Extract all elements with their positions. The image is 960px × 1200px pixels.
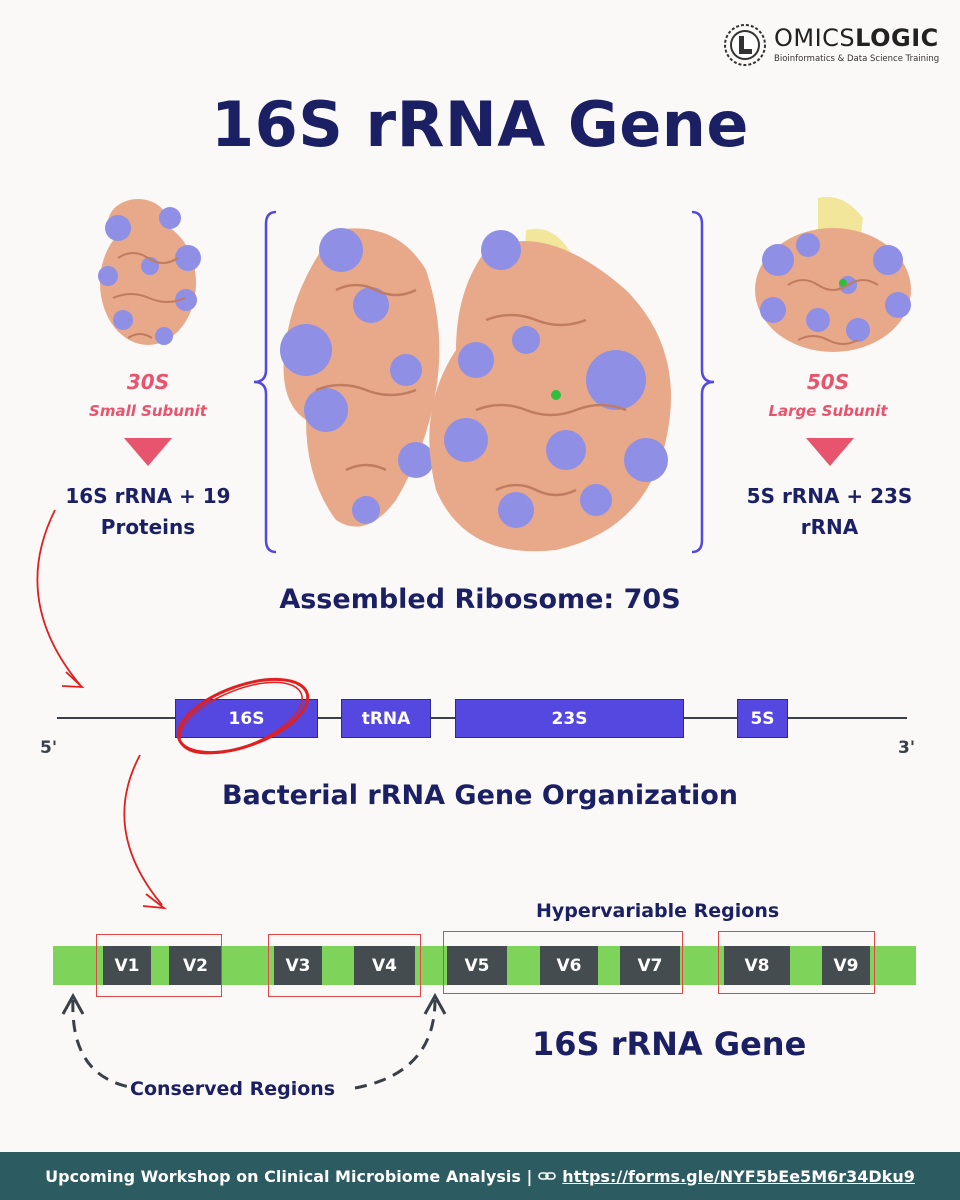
hypervariable-group-v1-v2 (96, 934, 222, 997)
red-arrows (36, 509, 167, 910)
large-subunit-image (755, 196, 911, 352)
logo-emblem-icon (724, 24, 766, 66)
five-prime-label: 5' (40, 738, 58, 758)
arrow-to-operon-head-icon (61, 671, 85, 689)
small-subunit-composition: 16S rRNA + 19 Proteins (65, 484, 231, 539)
arrow-to-operon (36, 509, 81, 686)
large-subunit-name: Large Subunit (768, 402, 888, 420)
omicslogic-logo: OMICSLOGIC Bioinformatics & Data Science… (722, 22, 939, 68)
region-v7: V7 (620, 946, 680, 985)
assembled-ribosome-image (280, 228, 671, 552)
conserved-regions-arrow (61, 992, 447, 1090)
brand-tagline: Bioinformatics & Data Science Training (774, 54, 940, 64)
region-v4: V4 (354, 946, 415, 985)
footer-banner: Upcoming Workshop on Clinical Microbiome… (0, 1152, 960, 1200)
hypervariable-group-v8-v9 (718, 931, 875, 994)
arrow-head-right-icon (423, 992, 447, 1015)
region-v2: V2 (169, 946, 222, 985)
large-subunit-size: 50S (806, 370, 850, 394)
small-subunit-arrow-icon (124, 438, 172, 466)
left-brace-icon (253, 210, 277, 554)
region-v9: V9 (822, 946, 870, 985)
arrow-head-left-icon (61, 992, 85, 1015)
highlight-circle-icon (176, 677, 310, 755)
three-prime-label: 3' (898, 738, 916, 758)
hypervariable-group-v3-v4 (268, 934, 421, 997)
arrow-to-gene-map (123, 754, 163, 906)
right-brace-icon (691, 210, 715, 554)
gene-5s: 5S (737, 699, 788, 738)
gene-map-caption: 16S rRNA Gene (532, 1025, 807, 1063)
workshop-link[interactable]: https://forms.gle/NYF5bEe5M6r34Dku9 (562, 1166, 915, 1186)
region-v6: V6 (540, 946, 598, 985)
link-icon (538, 1172, 557, 1180)
small-subunit-image (98, 199, 201, 345)
operon-caption: Bacterial rRNA Gene Organization (221, 780, 739, 811)
region-v5: V5 (447, 946, 507, 985)
gene-23s: 23S (455, 699, 684, 738)
page-title: 16S rRNA Gene (211, 88, 749, 161)
arrow-to-gene-map-head-icon (142, 893, 167, 910)
hypervariable-label: Hypervariable Regions (536, 900, 780, 922)
assembled-ribosome-label: Assembled Ribosome: 70S (279, 584, 681, 615)
brand-name: OMICSLOGIC (774, 24, 939, 52)
conserved-label: Conserved Regions (130, 1078, 336, 1100)
large-subunit-composition: 5S rRNA + 23S rRNA (746, 484, 913, 539)
region-v3: V3 (274, 946, 322, 985)
gene-trna: tRNA (341, 699, 431, 738)
footer-text: Upcoming Workshop on Clinical Microbiome… (45, 1166, 533, 1186)
small-subunit-size: 30S (126, 370, 170, 394)
hypervariable-group-v5-v7 (443, 931, 683, 994)
small-subunit-name: Small Subunit (89, 402, 207, 420)
region-v1: V1 (103, 946, 151, 985)
large-subunit-arrow-icon (806, 438, 854, 466)
region-v8: V8 (724, 946, 790, 985)
